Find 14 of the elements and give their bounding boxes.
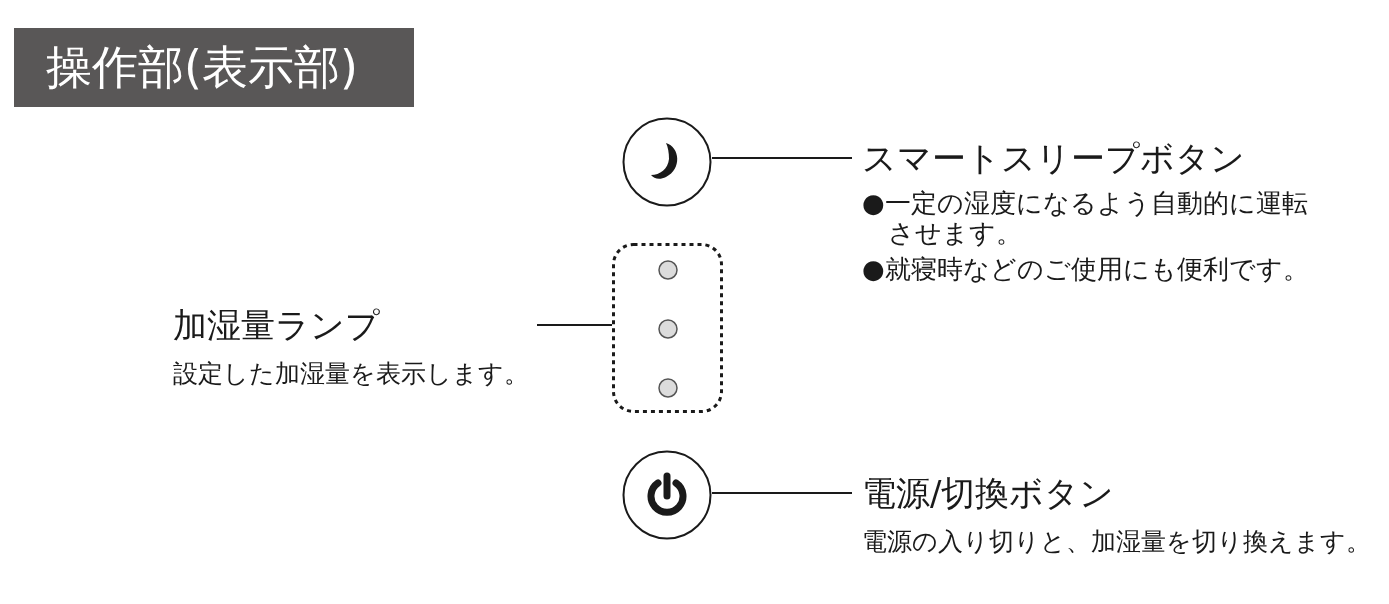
lamp-panel	[612, 243, 723, 413]
leader-line	[711, 492, 853, 494]
round-button	[622, 450, 712, 540]
part-name: 加湿量ランプ	[173, 304, 381, 347]
part-name: スマートスリープボタン	[862, 137, 1246, 180]
round-button	[622, 117, 712, 207]
bullet-note: ●就寝時などのご使用にも便利です。	[862, 254, 1310, 284]
bullet-note: ●一定の湿度になるよう自動的に運転させます。	[862, 188, 1309, 248]
part-name: 電源/切換ボタン	[862, 472, 1116, 515]
description-text: 電源の入り切りと、加湿量を切り換えます。	[862, 526, 1371, 558]
leader-line	[711, 157, 853, 159]
title-banner: 操作部(表示部)	[14, 28, 414, 107]
description-text: 設定した加湿量を表示します。	[173, 358, 529, 390]
leader-line	[536, 324, 613, 326]
